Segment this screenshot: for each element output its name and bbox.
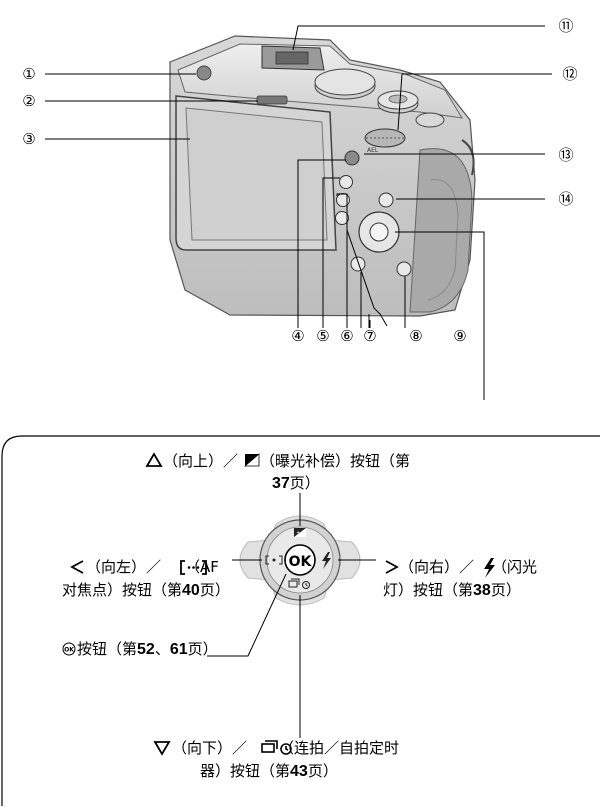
drive-self-timer-icon — [288, 578, 310, 589]
right-label-b: （闪光 — [492, 558, 538, 576]
up-label-a: （向上）／ — [163, 452, 239, 470]
callout-5: ⑤ — [316, 327, 329, 345]
callout-2: ② — [22, 92, 35, 110]
up-page-number: 37 — [272, 475, 290, 492]
drive-text-icon — [261, 740, 292, 755]
speaker — [256, 95, 288, 105]
ok-page-number-2: 61 — [169, 641, 188, 658]
shutter-button — [377, 90, 419, 114]
mode-dial — [314, 68, 376, 100]
callout-14: ⑭ — [558, 190, 573, 208]
detail-leaders — [207, 493, 376, 738]
hot-shoe — [261, 45, 325, 71]
menu-button — [335, 211, 349, 225]
up-label-end: 页） — [289, 474, 320, 492]
power-switch — [415, 112, 445, 128]
ok-page-number-1: 52 — [137, 641, 155, 658]
callout-3: ③ — [22, 130, 35, 148]
up-label-b: （曝光补偿）按钮（第 — [260, 452, 411, 470]
down-label-line1: （向下）／ （连拍／自拍定时 — [172, 738, 399, 758]
ok-label: 按钮（第52、61页） — [77, 639, 218, 660]
callout-12: ⑫ — [562, 65, 577, 83]
down-label-end: 页） — [307, 762, 338, 780]
ok-text-icon: OK — [62, 642, 76, 656]
callout-leaders — [45, 25, 552, 400]
left-label-a: （向左）／ — [86, 558, 162, 576]
down-arrow-icon — [153, 741, 171, 756]
left-label-end: 页） — [199, 581, 230, 599]
callout-13: ⑬ — [558, 146, 573, 164]
fn-button — [378, 192, 394, 208]
lcd-monitor — [175, 95, 337, 251]
right-label-line1: （向右）／ （闪光 — [399, 557, 537, 577]
eye-sensor — [196, 65, 212, 81]
left-label-b: （AF — [185, 558, 219, 576]
rec-button — [344, 150, 360, 166]
flash-icon — [322, 552, 331, 569]
down-page-number: 43 — [290, 763, 308, 780]
callout-7: ⑦ — [363, 327, 376, 345]
ok-label-end: 页） — [187, 640, 218, 658]
right-label-line2: 灯）按钮（第38页） — [383, 580, 521, 601]
right-label-c: 灯）按钮（第 — [383, 581, 474, 599]
ok-label-sep: 、 — [154, 640, 170, 658]
down-label-c: 器）按钮（第 — [200, 762, 291, 780]
exposure-comp-text-icon — [243, 453, 260, 467]
af-target-icon — [265, 555, 283, 565]
callout-11: ⑪ — [558, 17, 573, 35]
left-page-number: 40 — [182, 582, 200, 599]
callout-4: ④ — [291, 327, 304, 345]
delete-button — [396, 261, 412, 277]
camera-diagram: AEL ① ② ③ ④ ⑤ ⑥ ⑦ ⑧ ⑨ ⑩ ⑪ ⑫ ⑬ ⑭ — [22, 17, 578, 400]
ok-label-a: 按钮（第 — [77, 640, 138, 658]
right-label-end: 页） — [490, 581, 521, 599]
fn-mark: AEL — [367, 147, 379, 154]
ok-button — [284, 544, 316, 576]
up-arrow-icon — [145, 452, 163, 467]
down-label-line2: 器）按钮（第43页） — [200, 761, 338, 782]
callout-numbers: ① ② ③ ④ ⑤ ⑥ ⑦ ⑧ ⑨ ⑩ ⑪ ⑫ ⑬ ⑭ — [22, 17, 577, 345]
down-label-a: （向下）／ — [172, 739, 248, 757]
left-arrow-icon — [70, 560, 84, 574]
up-label-line2: 37页） — [272, 473, 320, 494]
ok-button-label: OK — [289, 554, 313, 570]
af-target-text-icon — [180, 560, 207, 575]
callout-8: ⑧ — [409, 327, 422, 345]
callout-9: ⑨ — [453, 327, 466, 345]
svg-text:OK: OK — [64, 647, 74, 654]
detail-frame — [1, 435, 600, 806]
left-label-line1: （向左）／ （AF — [86, 557, 219, 577]
left-label-line2: 对焦点）按钮（第40页） — [62, 580, 230, 601]
left-label-c: 对焦点）按钮（第 — [62, 581, 183, 599]
arrow-pad-center — [369, 222, 389, 242]
flash-text-icon — [484, 558, 495, 578]
right-label-a: （向右）／ — [399, 558, 475, 576]
up-label-line1: （向上）／ （曝光补偿）按钮（第 — [163, 451, 410, 471]
exposure-comp-icon: + — [294, 528, 306, 537]
af-target-text-dots — [187, 566, 200, 569]
right-arrow-icon — [385, 560, 399, 574]
callout-1: ① — [22, 65, 35, 83]
playback-button — [339, 175, 353, 189]
svg-text:+: + — [296, 530, 300, 536]
down-label-b: （连拍／自拍定时 — [279, 739, 400, 757]
erase-button — [350, 256, 366, 272]
right-page-number: 38 — [473, 582, 491, 599]
sub-dial — [364, 128, 406, 148]
callout-6: ⑥ — [340, 327, 353, 345]
